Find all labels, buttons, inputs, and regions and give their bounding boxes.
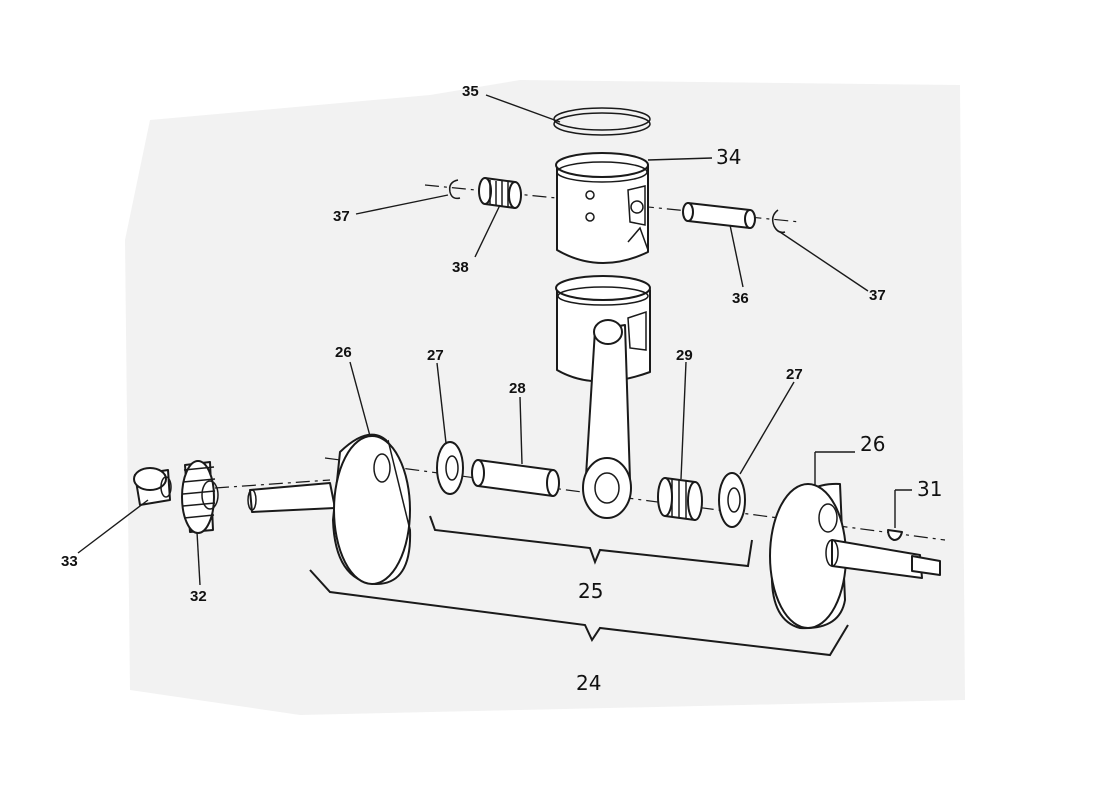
crankshaft-half-right <box>769 482 941 630</box>
small-end-needle-bearing <box>478 177 522 209</box>
leader-lines <box>77 94 912 586</box>
label-37-left: 37 <box>333 208 350 225</box>
piston-conrod-assembly <box>555 275 651 519</box>
label-27-right: 27 <box>786 366 803 383</box>
crankshaft-nut <box>133 467 172 506</box>
label-36: 36 <box>732 290 749 307</box>
crankpin <box>471 459 560 497</box>
label-32: 32 <box>190 588 207 605</box>
label-26-right: 26 <box>860 432 885 456</box>
bracket-group-24 <box>309 569 849 657</box>
label-27-left: 27 <box>427 347 444 364</box>
thrust-washer-left <box>436 441 464 495</box>
bracket-group-25 <box>429 515 753 568</box>
background-panel <box>125 80 965 715</box>
circlip-left <box>448 179 461 200</box>
piston-pin <box>682 202 756 229</box>
woodruff-key <box>887 529 903 541</box>
label-29: 29 <box>676 347 693 364</box>
thrust-washer-right <box>718 472 746 528</box>
label-33: 33 <box>61 553 78 570</box>
label-28: 28 <box>509 380 526 397</box>
big-end-needle-bearing <box>657 477 703 521</box>
label-26-left: 26 <box>335 344 352 361</box>
label-35: 35 <box>462 83 479 100</box>
piston <box>555 152 649 264</box>
label-38: 38 <box>452 259 469 276</box>
label-37-right: 37 <box>869 287 886 304</box>
label-31: 31 <box>917 477 942 501</box>
label-34: 34 <box>716 145 741 169</box>
label-25: 25 <box>578 579 603 603</box>
piston-ring <box>553 107 651 136</box>
primary-gear <box>181 460 219 534</box>
crank-axis-line <box>214 479 331 489</box>
crankshaft-half-left <box>247 433 412 586</box>
label-24: 24 <box>576 671 601 695</box>
